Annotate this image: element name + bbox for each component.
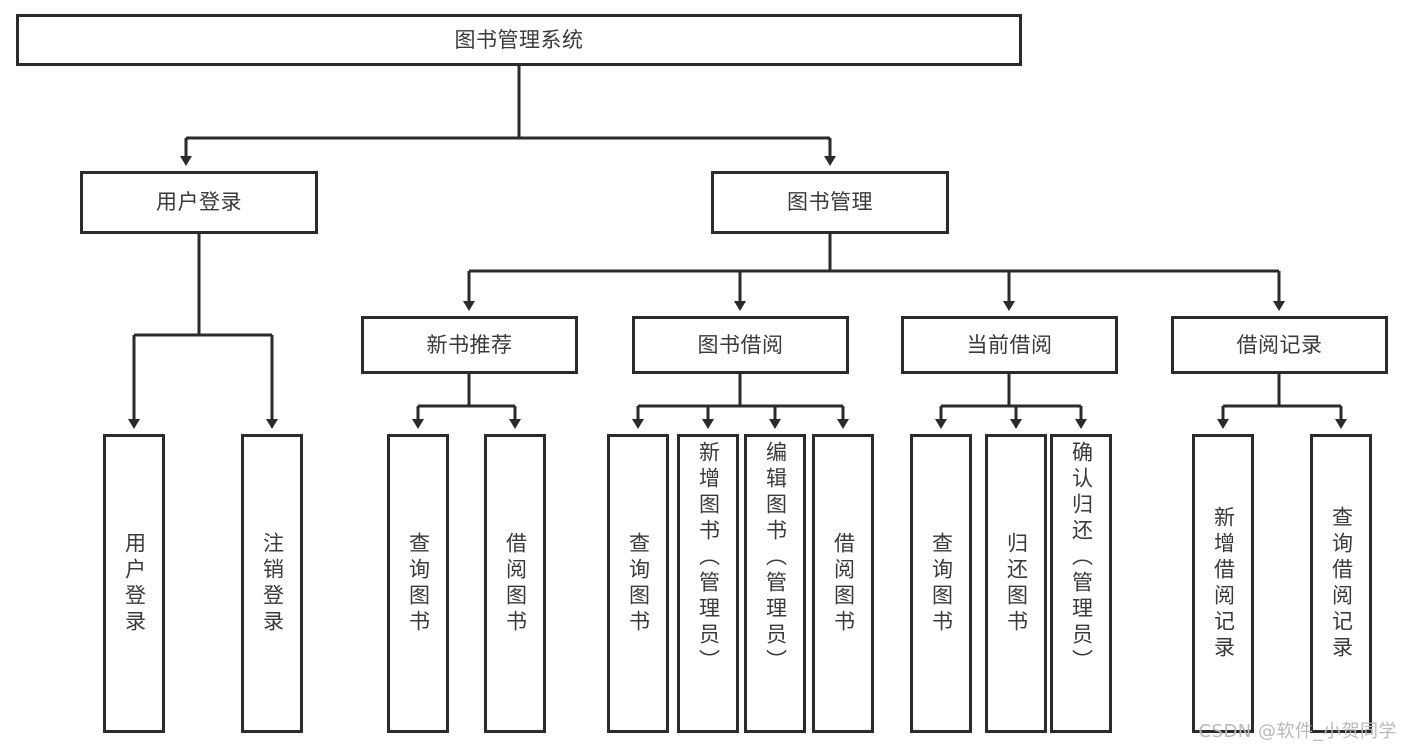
node-label: 用户登录 xyxy=(156,190,242,214)
node-label: 编辑图书（管理员） xyxy=(763,441,788,675)
node-label: 借阅记录 xyxy=(1236,332,1323,357)
node-leaf-query-borrow-record[interactable]: 查询借阅记录 xyxy=(1310,434,1372,733)
node-leaf-borrow-book-recommend[interactable]: 借阅图书 xyxy=(484,434,546,733)
node-label: 新增图书（管理员） xyxy=(696,441,721,675)
node-label: 图书管理 xyxy=(787,190,873,214)
node-label: 查询图书 xyxy=(406,531,431,636)
node-label: 查询图书 xyxy=(929,531,954,636)
node-new-book-recommend[interactable]: 新书推荐 xyxy=(361,316,578,374)
node-user-login[interactable]: 用户登录 xyxy=(80,171,318,234)
node-label: 借阅图书 xyxy=(503,531,528,636)
node-label: 用户登录 xyxy=(122,531,147,636)
node-label: 确认归还（管理员） xyxy=(1069,441,1094,675)
node-leaf-query-book-recommend[interactable]: 查询图书 xyxy=(387,434,449,733)
node-current-borrow[interactable]: 当前借阅 xyxy=(901,316,1118,374)
node-label: 查询借阅记录 xyxy=(1329,505,1354,662)
node-label: 图书管理系统 xyxy=(454,27,584,52)
node-label: 查询图书 xyxy=(626,531,651,636)
node-label: 当前借阅 xyxy=(966,332,1053,357)
node-label: 归还图书 xyxy=(1004,531,1029,636)
node-leaf-add-book[interactable]: 新增图书（管理员） xyxy=(677,434,739,733)
node-label: 新书推荐 xyxy=(426,332,513,357)
node-borrow-record[interactable]: 借阅记录 xyxy=(1171,316,1388,374)
node-leaf-return-book[interactable]: 归还图书 xyxy=(985,434,1047,733)
node-label: 借阅图书 xyxy=(831,531,856,636)
node-book-management-system[interactable]: 图书管理系统 xyxy=(16,14,1022,66)
node-leaf-edit-book[interactable]: 编辑图书（管理员） xyxy=(744,434,806,733)
node-label: 新增借阅记录 xyxy=(1211,505,1236,662)
node-book-management[interactable]: 图书管理 xyxy=(711,171,949,234)
node-leaf-logout[interactable]: 注销登录 xyxy=(241,434,303,733)
watermark-text: CSDN @软件_小贺同学 xyxy=(1198,721,1397,742)
node-leaf-confirm-return[interactable]: 确认归还（管理员） xyxy=(1050,434,1112,733)
node-book-borrow[interactable]: 图书借阅 xyxy=(632,316,849,374)
node-leaf-add-borrow-record[interactable]: 新增借阅记录 xyxy=(1192,434,1254,733)
node-leaf-query-book-borrow[interactable]: 查询图书 xyxy=(607,434,669,733)
node-leaf-user-login[interactable]: 用户登录 xyxy=(103,434,165,733)
node-leaf-query-book-current[interactable]: 查询图书 xyxy=(910,434,972,733)
node-leaf-borrow-book[interactable]: 借阅图书 xyxy=(812,434,874,733)
node-label: 图书借阅 xyxy=(697,332,784,357)
node-label: 注销登录 xyxy=(260,531,285,636)
